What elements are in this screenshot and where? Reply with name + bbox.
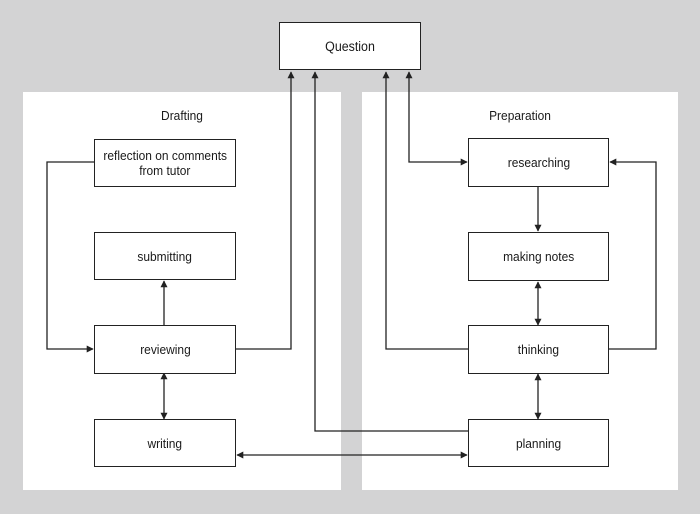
planning-node: planning <box>468 419 609 467</box>
preparation-title: Preparation <box>489 108 551 123</box>
thinking-node: thinking <box>468 325 609 374</box>
question-node: Question <box>279 22 421 70</box>
researching-node: researching <box>468 138 609 187</box>
reflection-label-line1: reflection on comments <box>103 148 227 163</box>
drafting-title: Drafting <box>161 108 203 123</box>
planning-label: planning <box>515 435 562 451</box>
reflection-node: reflection on comments from tutor <box>94 139 236 187</box>
question-label: Question <box>325 38 375 54</box>
researching-label: researching <box>507 155 570 170</box>
making-notes-node: making notes <box>468 232 609 281</box>
thinking-to-researching-arrow <box>608 158 657 350</box>
reviewing-node: reviewing <box>94 325 236 374</box>
reflection-label-line2: from tutor <box>139 163 191 178</box>
planning-to-question-arrow <box>311 71 469 432</box>
making-notes-label: making notes <box>502 249 575 264</box>
thinking-label: thinking <box>517 342 560 357</box>
question-researching-arrow <box>405 71 468 166</box>
reviewing-to-question-arrow <box>235 71 295 350</box>
reflection-to-reviewing-arrow <box>46 161 95 353</box>
thinking-to-question-arrow <box>382 71 469 350</box>
writing-label: writing <box>147 435 183 451</box>
submitting-node: submitting <box>94 232 236 280</box>
writing-node: writing <box>94 419 236 467</box>
submitting-label: submitting <box>137 248 193 264</box>
reviewing-label: reviewing <box>139 342 191 357</box>
